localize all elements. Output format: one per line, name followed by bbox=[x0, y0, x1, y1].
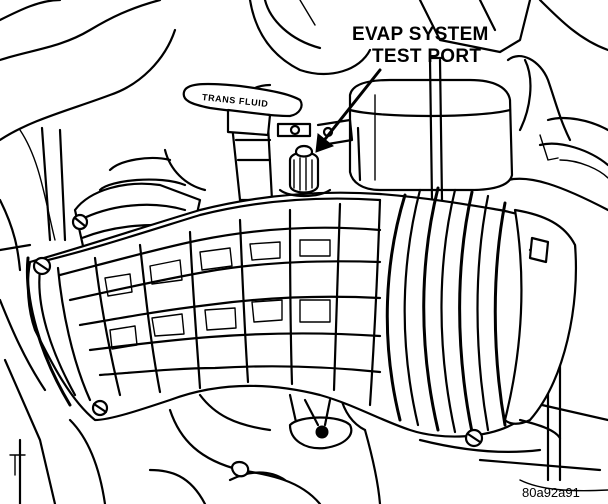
figure-id: 80a92a91 bbox=[522, 485, 580, 500]
callout-line-1: EVAP SYSTEM bbox=[352, 24, 489, 45]
callout-line-2: TEST PORT bbox=[372, 46, 481, 67]
callout-label: EVAP SYSTEM TEST PORT bbox=[352, 24, 489, 67]
callout-leader-arrow bbox=[315, 68, 382, 153]
trans-fluid-cap: TRANS FLUID bbox=[182, 82, 312, 138]
air-intake-tube bbox=[25, 186, 578, 450]
